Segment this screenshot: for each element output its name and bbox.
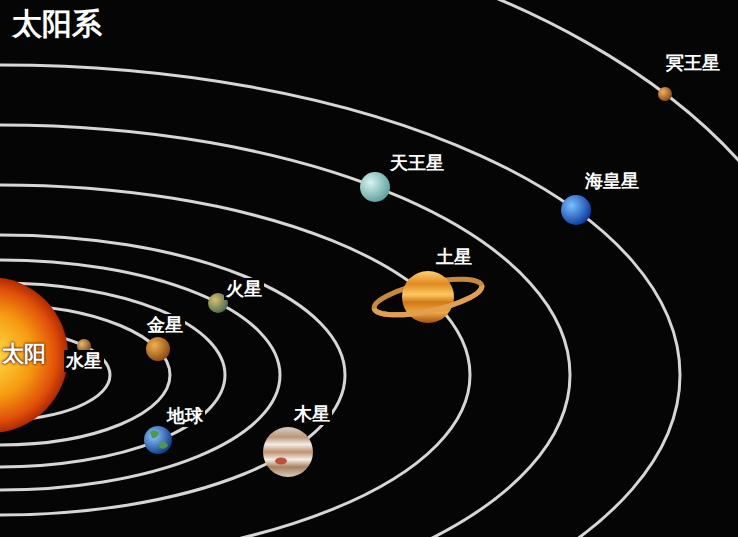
- planet-label: 木星: [292, 403, 332, 425]
- uranus: [360, 172, 390, 202]
- pluto: [658, 87, 672, 101]
- saturn: [371, 271, 484, 323]
- planet-label: 天王星: [388, 152, 446, 174]
- planet-label: 金星: [145, 314, 185, 336]
- sun-label: 太阳: [2, 341, 46, 367]
- planet-label: 土星: [434, 246, 474, 268]
- planet-label: 火星: [224, 278, 264, 300]
- earth: [144, 426, 172, 454]
- planet-label: 冥王星: [664, 52, 722, 74]
- diagram-title: 太阳系: [12, 6, 102, 42]
- jupiter: [263, 427, 313, 477]
- planet-label: 地球: [165, 405, 205, 427]
- neptune: [561, 195, 591, 225]
- venus: [146, 337, 170, 361]
- sun-circle: 太阳: [0, 275, 70, 435]
- planet-label: 水星: [64, 350, 104, 372]
- planet-label: 海皇星: [583, 170, 641, 192]
